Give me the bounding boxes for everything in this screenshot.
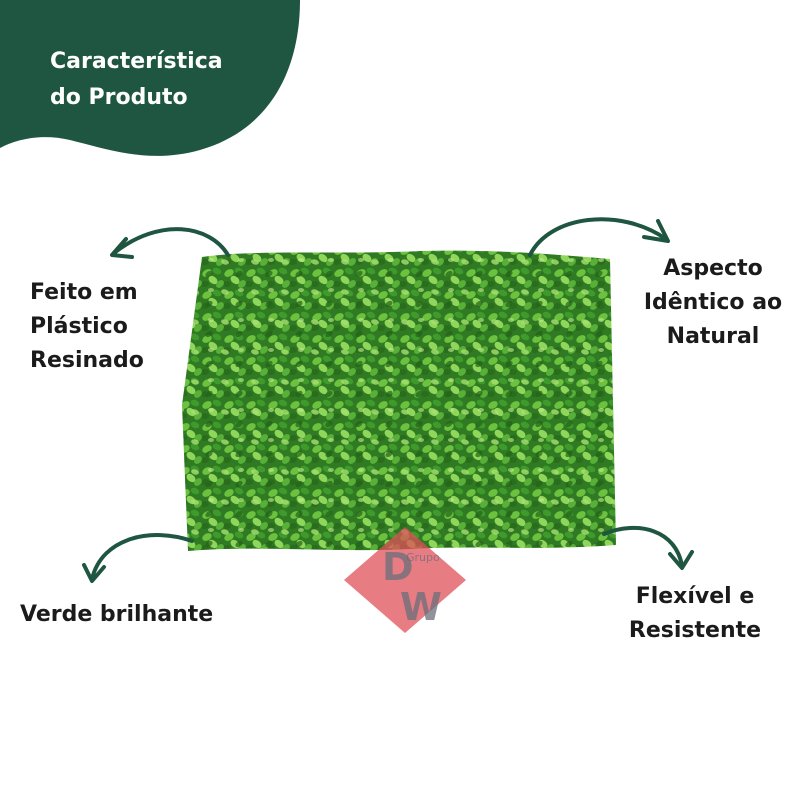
feature-right-bottom-line2: Resistente — [628, 618, 762, 643]
feature-made-of-resin-plastic: Feito em Plástico Resinado — [30, 276, 144, 378]
arrow-icon-right-bottom — [602, 525, 694, 570]
header-banner — [0, 0, 300, 156]
feature-right-top-line3: Natural — [666, 324, 760, 349]
watermark-small-text: Grupo — [406, 551, 440, 564]
header-title: Característica do Produto — [50, 44, 280, 116]
feature-flexible-resistant: Flexível e Resistente — [600, 580, 790, 648]
feature-left-top-line3: Resinado — [30, 348, 144, 373]
feature-left-bottom-line1: Verde brilhante — [20, 602, 214, 627]
feature-bright-green: Verde brilhante — [20, 598, 213, 632]
feature-right-top-line1: Aspecto — [663, 256, 763, 281]
brand-watermark-logo: D Grupo W — [344, 527, 466, 633]
watermark-bottom-letter: W — [400, 585, 442, 629]
arrow-icon-right-top — [528, 217, 670, 257]
feature-natural-appearance: Aspecto Idêntico ao Natural — [628, 252, 798, 354]
feature-left-top-line2: Plástico — [30, 314, 128, 339]
header-title-line1: Característica — [50, 49, 223, 74]
header-title-line2: do Produto — [50, 85, 188, 110]
feature-right-top-line2: Idêntico ao — [643, 290, 783, 315]
feature-right-bottom-line1: Flexível e — [635, 584, 755, 609]
arrow-icon-left-bottom — [82, 533, 194, 583]
feature-left-top-line1: Feito em — [30, 280, 138, 305]
arrow-icon-left-top — [110, 227, 230, 259]
watermark-top-letter: D — [382, 545, 414, 589]
artificial-hedge-panel-image — [182, 250, 616, 552]
